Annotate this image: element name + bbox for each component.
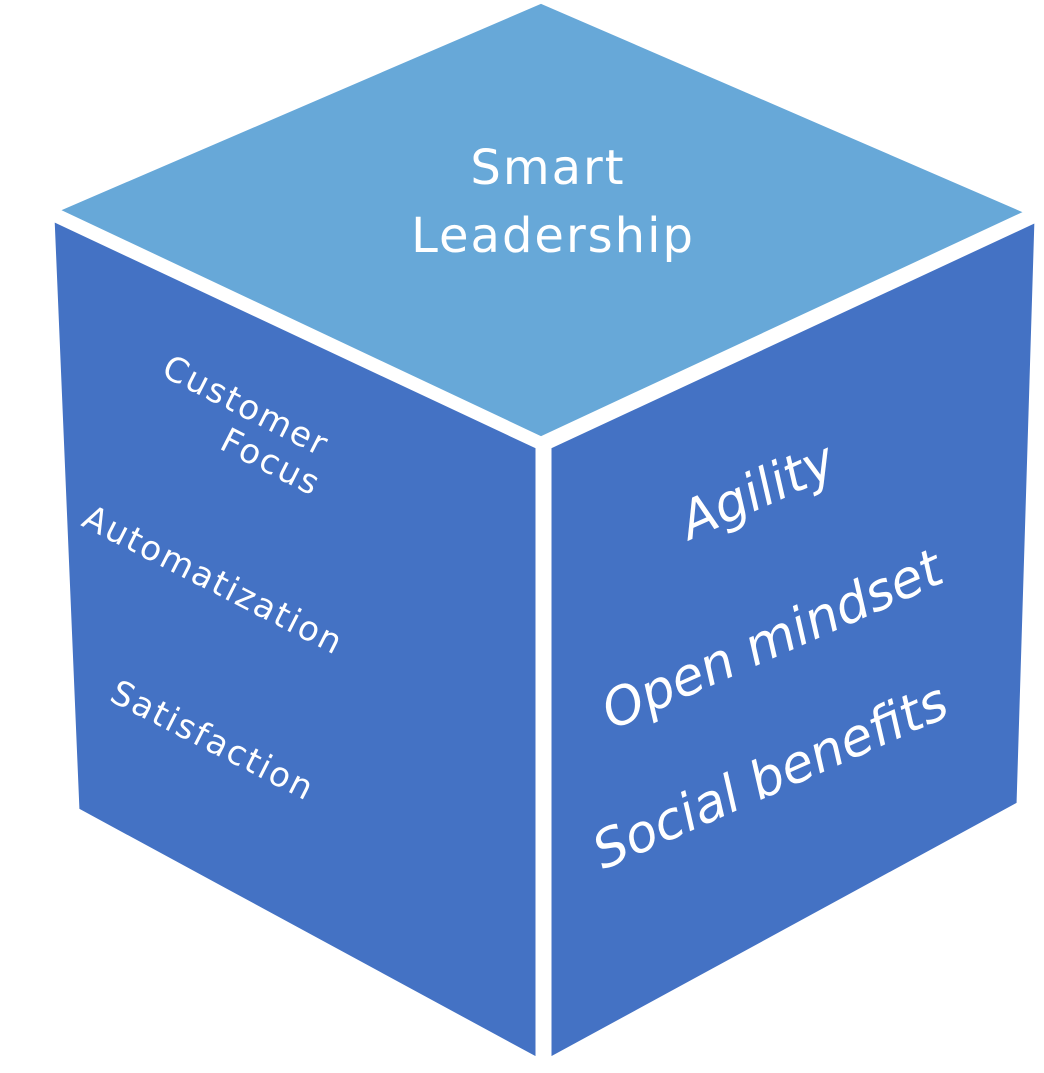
top-title-line-2: Leadership: [411, 208, 695, 264]
top-title-line-1: Smart: [470, 140, 625, 196]
left-face: [47, 211, 543, 1068]
right-face: [544, 212, 1042, 1068]
top-face: [44, 0, 1040, 444]
